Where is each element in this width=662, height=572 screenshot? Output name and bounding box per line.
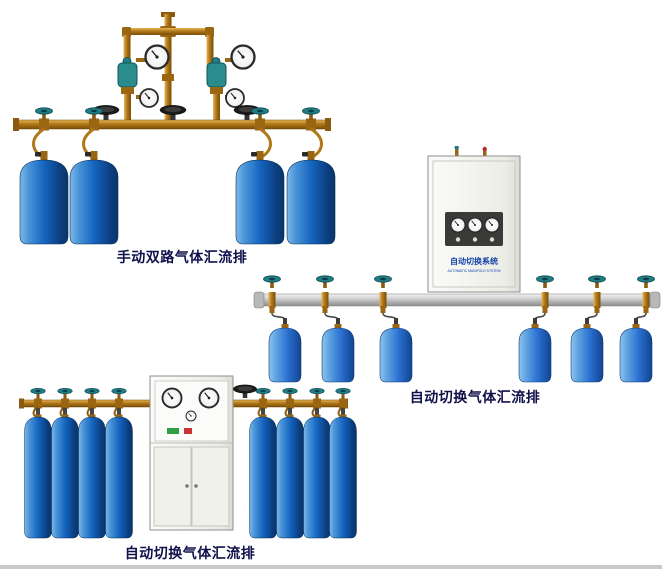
gas-cylinder <box>24 407 52 539</box>
gas-cylinder <box>276 407 304 539</box>
cylinder-valve-handwheel <box>35 107 53 121</box>
gas-cylinder <box>78 407 106 539</box>
gas-cylinder <box>249 407 277 539</box>
cylinder-valve-handwheel <box>316 275 334 289</box>
manual-dual-manifold-illustration <box>13 12 336 245</box>
gas-cylinder <box>303 407 331 539</box>
cabinet-door-left <box>153 446 192 527</box>
indicator-green <box>167 428 179 434</box>
cylinder-valve-handwheel <box>255 387 271 400</box>
cylinder-valve-handwheel <box>536 275 554 289</box>
figure2-caption: 自动切换气体汇流排 <box>409 389 541 405</box>
cylinder-valve-handwheel <box>309 387 325 400</box>
pressure-gauge <box>450 217 466 233</box>
bottom-divider <box>0 565 662 569</box>
indicator-red <box>184 428 192 434</box>
pressure-gauge <box>484 217 500 233</box>
gas-cylinder <box>619 317 653 383</box>
control-cabinet: 自动切换系统 AUTOMATIC MANIFOLD SYSTEM <box>427 146 521 293</box>
pressure-gauge <box>467 217 483 233</box>
pressure-gauge <box>144 44 170 70</box>
auto-switch-manifold-b-illustration <box>19 375 357 539</box>
gas-cylinder <box>518 317 552 383</box>
valve-handwheel <box>232 384 258 399</box>
gas-cylinder <box>379 317 413 383</box>
cylinder-valve-handwheel <box>302 107 320 121</box>
figure1-caption: 手动双路气体汇流排 <box>116 249 248 265</box>
gas-cylinder <box>51 407 79 539</box>
cylinder-valve-handwheel <box>111 387 127 400</box>
gas-cylinder <box>105 407 133 539</box>
pressure-gauge <box>161 387 183 409</box>
valve-handwheel <box>159 104 187 121</box>
cabinet-label: 自动切换系统 <box>450 256 498 266</box>
cabinet-sublabel: AUTOMATIC MANIFOLD SYSTEM <box>448 269 501 273</box>
pressure-gauge <box>185 410 197 422</box>
pressure-regulator-left <box>117 57 148 120</box>
cylinder-valve-handwheel <box>30 387 46 400</box>
manifold-top-assembly <box>122 12 214 122</box>
rail-connections <box>268 292 650 313</box>
figure3-caption: 自动切换气体汇流排 <box>124 545 256 561</box>
gas-cylinder <box>69 150 119 245</box>
cylinder-valve-handwheel <box>637 275 655 289</box>
auto-switch-manifold-illustration: 自动切换系统 AUTOMATIC MANIFOLD SYSTEM <box>253 146 661 383</box>
cylinder-valve-handwheel <box>57 387 73 400</box>
control-cabinet <box>149 375 234 531</box>
cylinder-hoses <box>271 312 647 321</box>
cylinder-valve-handwheel <box>588 275 606 289</box>
pressure-gauge <box>225 88 245 108</box>
manifold-rail <box>253 291 661 309</box>
pressure-gauge <box>230 44 256 70</box>
pressure-gauge <box>198 387 220 409</box>
cylinder-valve-handwheel <box>374 275 392 289</box>
pipe-unions <box>34 398 347 409</box>
cabinet-door-right <box>191 446 230 527</box>
gas-cylinder <box>570 317 604 383</box>
cylinder-valve-handwheel <box>84 387 100 400</box>
cylinder-valve-handwheel <box>282 387 298 400</box>
gas-cylinder <box>329 407 357 539</box>
cylinder-valve-handwheel <box>335 387 351 400</box>
gas-cylinder <box>19 150 69 245</box>
pressure-gauge <box>139 88 159 108</box>
cylinder-valve-handwheel <box>263 275 281 289</box>
